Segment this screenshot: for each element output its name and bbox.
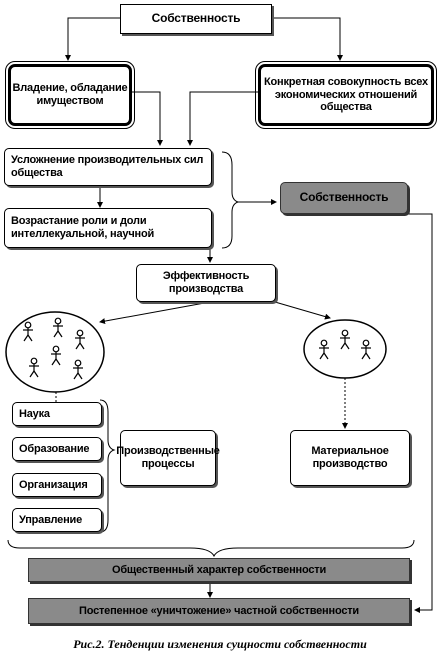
- title-box: Собственность: [120, 4, 272, 34]
- side-item-science: Наука: [12, 402, 102, 426]
- figure-caption: Рис.2. Тенденции изменения сущности собс…: [73, 637, 367, 651]
- social-character-box: Общественный характер собственности: [28, 558, 410, 582]
- material-production-box: Материальное производство: [290, 430, 410, 486]
- efficiency-box: Эффективность производства: [136, 264, 276, 302]
- workforce-group-icon: [5, 311, 105, 393]
- role-box: Возрастание роли и доли интеллекуальной,…: [4, 208, 212, 248]
- complexity-box: Усложнение производительных сил общества: [4, 148, 212, 186]
- side-item-management: Управление: [12, 508, 102, 532]
- elimination-box: Постепенное «уничтожение» частной собств…: [28, 598, 410, 624]
- relations-box: Конкретная совокупность всех экономическ…: [255, 61, 437, 129]
- ownership-box: Владение, обладание имуществом: [5, 61, 135, 129]
- property-right-box: Собственность: [280, 182, 408, 214]
- side-item-education: Образование: [12, 437, 102, 461]
- side-item-organization: Организация: [12, 473, 102, 497]
- production-processes-box: Производственные процессы: [116, 430, 220, 486]
- workers-group-icon: [303, 319, 387, 379]
